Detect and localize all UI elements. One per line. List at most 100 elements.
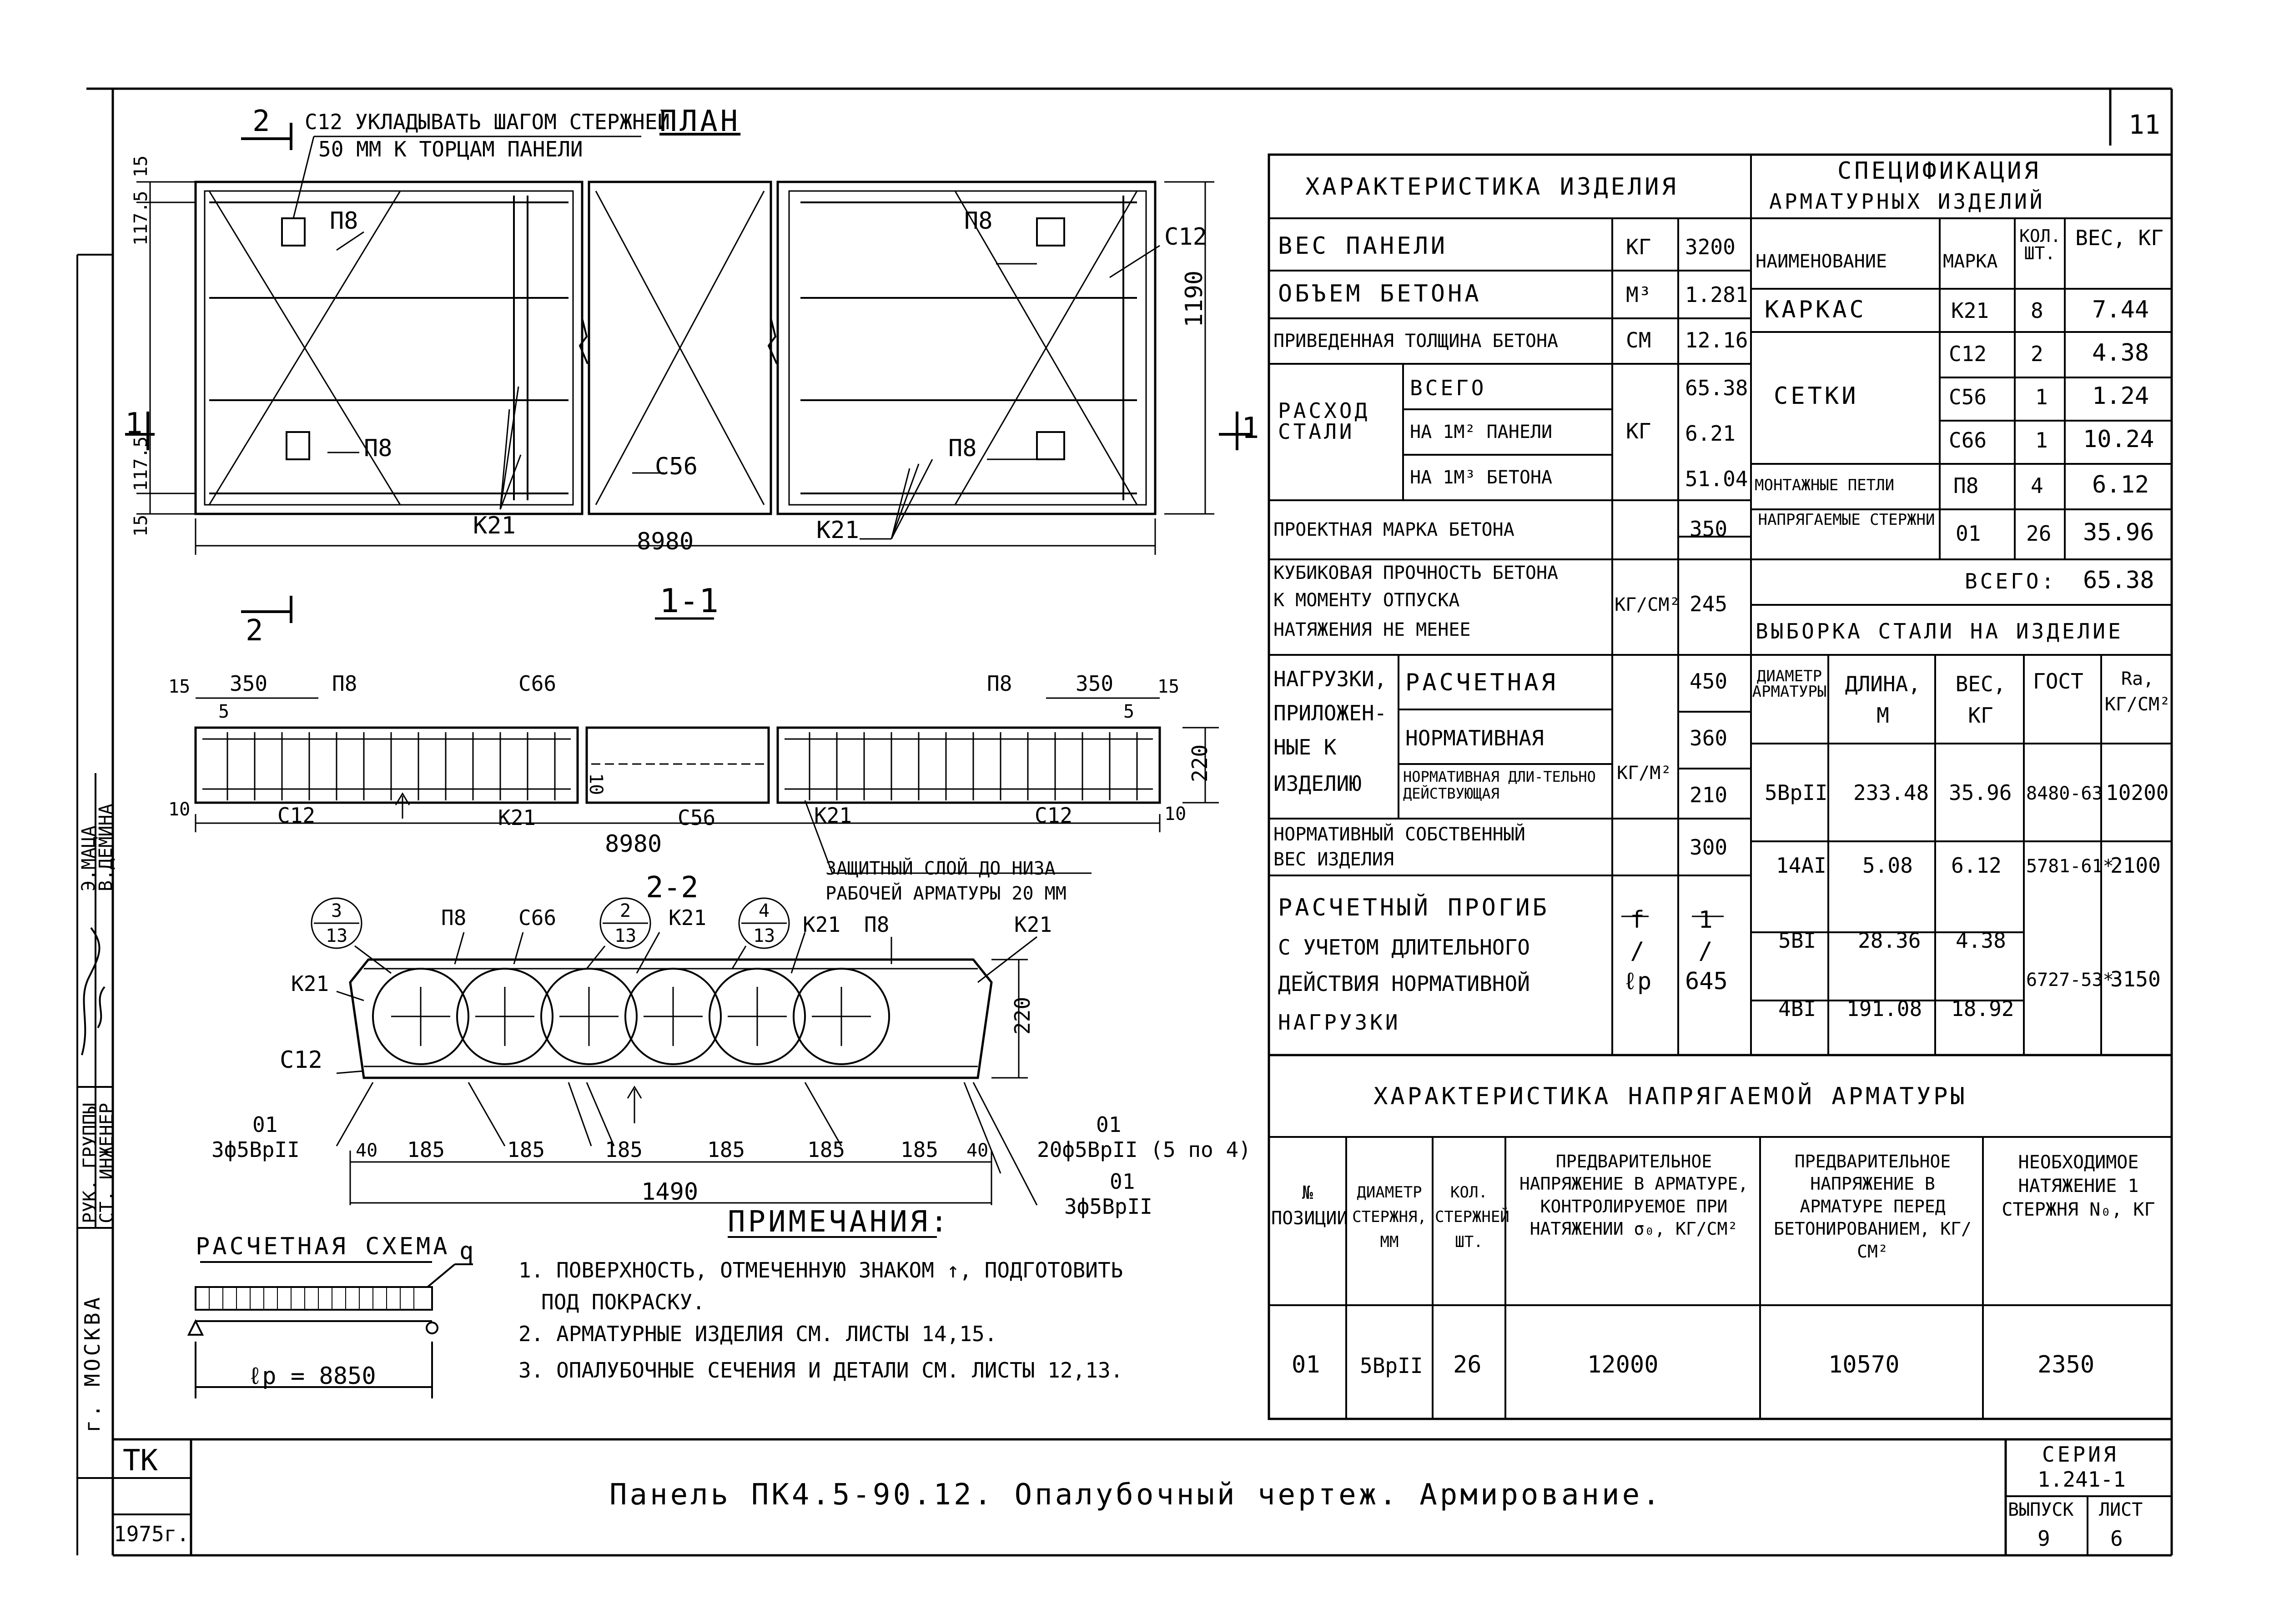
char-row-2-name: ПРИВЕДЕННАЯ ТОЛЩИНА БЕТОНА (1273, 331, 1559, 352)
char-row-1-name: ОБЪЕМ БЕТОНА (1278, 280, 1482, 307)
char-cube-name-1: К МОМЕНТУ ОТПУСКА (1273, 590, 1460, 611)
plan-dim-d1b: 15 (131, 514, 151, 537)
section22-dim-3: 185 (605, 1137, 643, 1162)
section11-label-p8-r: П8 (987, 671, 1012, 696)
section11-label-c12: С12 (277, 803, 316, 828)
spec-total-value: 65.38 (2083, 567, 2154, 594)
char-grade-value: 350 (1690, 517, 1728, 541)
spec-total-label: ВСЕГО: (1965, 569, 2057, 593)
stamp-role-2: СТ. ИНЖЕНЕР (96, 1103, 117, 1223)
steel-r0-3: 8480-63 (2026, 783, 2103, 804)
section22-label-p8-b: П8 (864, 912, 890, 937)
section22-bars-right-2: 20ф5ВрII (5 по 4) (1037, 1137, 1251, 1162)
series-value: 1.241-1 (2038, 1467, 2126, 1492)
steel-r2-3: 6727-53* (2026, 970, 2114, 990)
plan-label-k21-2: К21 (816, 517, 859, 544)
org-code: ТК (123, 1444, 158, 1478)
spec-row-1-weight: 4.38 (2092, 339, 2149, 367)
spec-row-5-mark: 01 (1956, 521, 1981, 546)
char-loads-name-3: ИЗДЕЛИЮ (1273, 771, 1362, 796)
stress-r-1: 5ВрII (1360, 1353, 1423, 1378)
section22-callout-3a: 4 (759, 900, 770, 921)
plan-dim-length: 8980 (637, 528, 694, 555)
section22-label-k21-a: К21 (669, 905, 707, 930)
char-defl-name-2: ДЕЙСТВИЯ НОРМАТИВНОЙ (1278, 971, 1530, 996)
char-cube-name-2: НАТЯЖЕНИЯ НЕ МЕНЕЕ (1273, 619, 1471, 640)
section11-dim-f: 350 (1076, 671, 1114, 696)
section11-title: 1-1 (659, 582, 719, 620)
section22-dim-6: 185 (901, 1137, 939, 1162)
char-grade-name: ПРОЕКТНАЯ МАРКА БЕТОНА (1273, 519, 1514, 540)
plan-label-c12: С12 (1164, 223, 1207, 251)
stress-r-3: 12000 (1587, 1351, 1659, 1378)
stress-h-1: ДИАМЕТР СТЕРЖНЯ, ММ (1352, 1183, 1427, 1251)
spec-title-0: СПЕЦИФИКАЦИЯ (1837, 157, 2041, 185)
scheme-title: РАСЧЕТНАЯ СХЕМА (196, 1233, 450, 1260)
section11-label-c12-r: С12 (1035, 803, 1073, 828)
spec-row-3-weight: 10.24 (2083, 426, 2154, 453)
section22-label-k21-b: К21 (803, 912, 841, 937)
char-row-2-value: 12.16 (1685, 328, 1748, 352)
section11-dim-c: 5 (218, 701, 230, 722)
note-item-1: 1. ПОВЕРХНОСТЬ, ОТМЕЧЕННУЮ ЗНАКОМ ↑, ПОД… (518, 1258, 1123, 1282)
spec-row-4-name: МОНТАЖНЫЕ ПЕТЛИ (1755, 476, 1895, 494)
char-steel-sub-0: ВСЕГО (1410, 376, 1487, 400)
plan-label-p8-2: П8 (364, 435, 392, 462)
section22-dim-1: 185 (407, 1137, 445, 1162)
char-steel-sub-2: НА 1М³ БЕТОНА (1410, 467, 1553, 488)
spec-row-5-name: НАПРЯГАЕМЫЕ СТЕРЖНИ (1758, 511, 1935, 529)
steel-h-1: ДЛИНА, М (1845, 672, 1921, 728)
spec-row-0-mark: К21 (1951, 298, 1989, 323)
sheet-value: 6 (2110, 1526, 2123, 1551)
char-defl-name-0: РАСЧЕТНЫЙ ПРОГИБ (1278, 894, 1550, 921)
steel-r2-4: 3150 (2110, 967, 2161, 991)
steel-r3-2: 18.92 (1951, 996, 2014, 1021)
char-row-0-name: ВЕС ПАНЕЛИ (1278, 232, 1448, 260)
stress-h-5: НЕОБХОДИМОЕ НАТЯЖЕНИЕ 1 СТЕРЖНЯ N₀, КГ (2002, 1152, 2155, 1220)
section22-dim-7: 40 (966, 1140, 989, 1161)
char-loads-val-0: 450 (1690, 669, 1728, 694)
section11-label-c56: С56 (678, 805, 716, 830)
note-item-2: 2. АРМАТУРНЫЕ ИЗДЕЛИЯ СМ. ЛИСТЫ 14,15. (518, 1322, 997, 1346)
note-item-1b: ПОД ПОКРАСКУ. (541, 1290, 705, 1314)
spec-h-0: НАИМЕНОВАНИЕ (1756, 251, 1887, 272)
section22-label-c66: С66 (518, 905, 557, 930)
spec-row-3-mark: С66 (1949, 428, 1987, 453)
plan-dim-d2: 117.5 (131, 191, 151, 246)
char-defl-value: 1 / 645 (1685, 906, 1728, 996)
stress-h-4: ПРЕДВАРИТЕЛЬНОЕ НАПРЯЖЕНИЕ В АРМАТУРЕ ПЕ… (1774, 1151, 1972, 1262)
steel-r2-2: 4.38 (1956, 928, 2006, 953)
plan-label-p8-3: П8 (964, 207, 993, 235)
section11-dim-ten: 10 (585, 773, 606, 795)
steel-r0-2: 35.96 (1949, 780, 2012, 805)
spec-title-1: АРМАТУРНЫХ ИЗДЕЛИЙ (1769, 189, 2045, 214)
issue-label: ВЫПУСК (2008, 1499, 2074, 1520)
spec-row-1-mark: С12 (1949, 342, 1987, 366)
steel-r2-1: 28.36 (1858, 928, 1921, 953)
section22-height: 220 (1010, 996, 1035, 1035)
plan-label-p8-4: П8 (948, 435, 977, 462)
section22-dim-5: 185 (807, 1137, 845, 1162)
sheet-title: Панель ПК4.5-90.12. Опалубочный чертеж. … (609, 1478, 1663, 1512)
spec-row-0-weight: 7.44 (2092, 296, 2149, 323)
section22-dim-2: 185 (507, 1137, 545, 1162)
section11-label-k21-r: К21 (814, 803, 852, 828)
stress-r-4: 10570 (1828, 1351, 1900, 1378)
spec-row-4-mark: П8 (1953, 473, 1979, 498)
section22-label-p8: П8 (441, 905, 467, 930)
section11-note-2: РАБОЧЕЙ АРМАТУРЫ 20 ММ (825, 883, 1067, 904)
section22-callout-3b: 13 (753, 925, 775, 946)
spec-row-0-name: КАРКАС (1765, 296, 1866, 323)
steel-h-3: ГОСТ (2033, 669, 2083, 694)
char-cube-value: 245 (1690, 592, 1728, 616)
spec-row-2-mark: С56 (1949, 385, 1987, 409)
section22-label-c12: С12 (280, 1046, 322, 1074)
section11-dim-h: 220 (1187, 744, 1212, 782)
char-defl-name-3: НАГРУЗКИ (1278, 1010, 1401, 1035)
steel-title: ВЫБОРКА СТАЛИ НА ИЗДЕЛИЕ (1756, 619, 2123, 644)
spec-row-5-qty: 26 (2026, 521, 2052, 546)
char-selfw-name-1: ВЕС ИЗДЕЛИЯ (1273, 849, 1394, 870)
section11-label-k21: К21 (498, 805, 536, 830)
section11-dim-b: 350 (230, 671, 268, 696)
plan-cut-left: 1 (125, 407, 143, 441)
